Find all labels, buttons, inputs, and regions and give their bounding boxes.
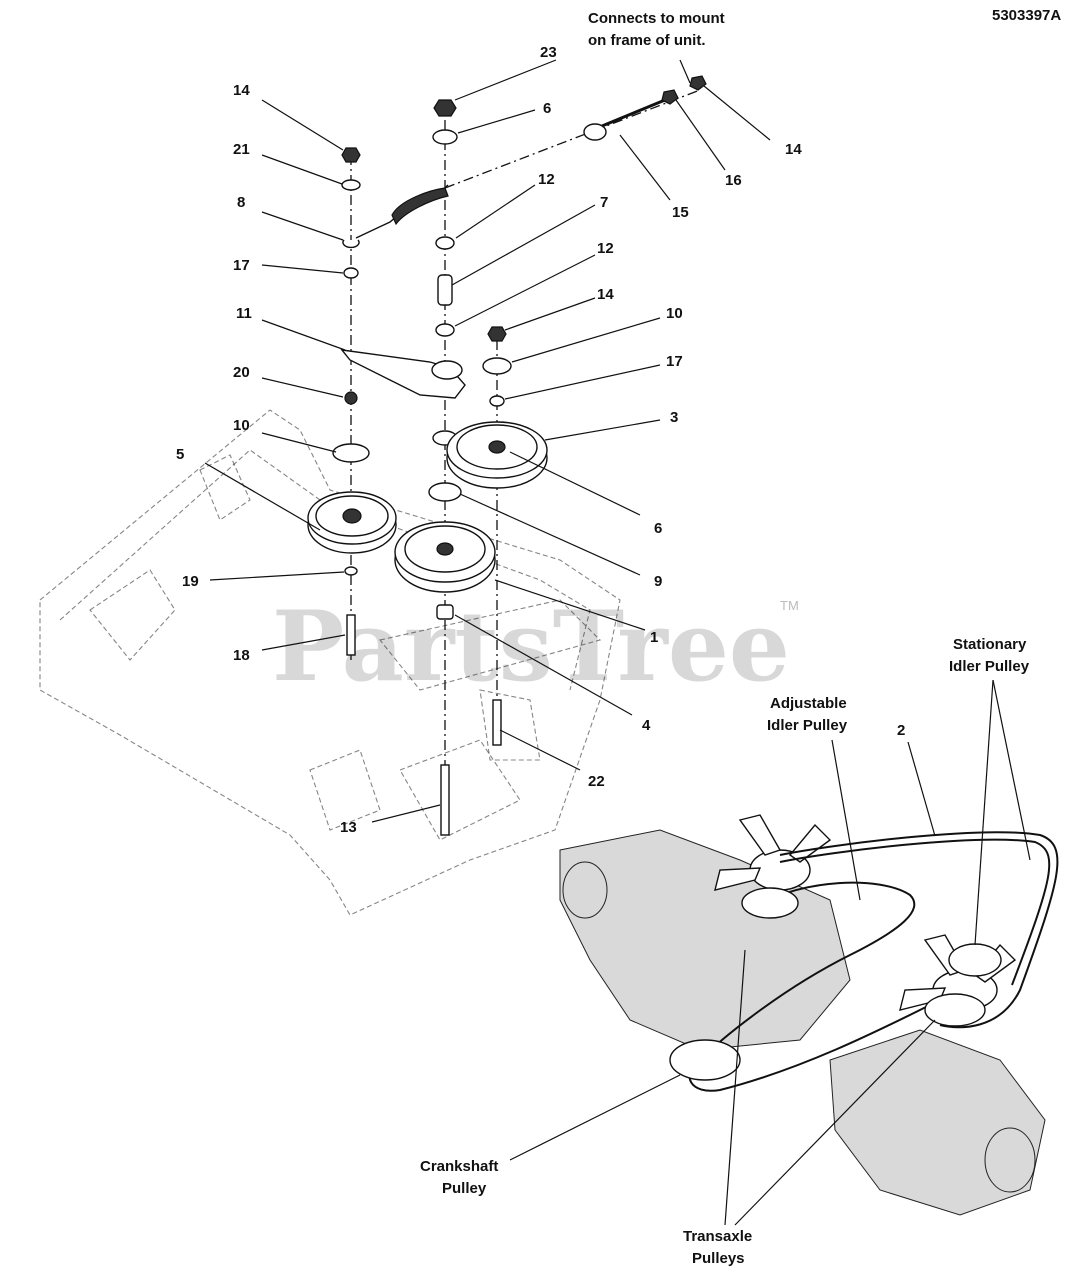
crankshaft-pulley <box>669 1039 741 1081</box>
watermark-trademark: TM <box>780 598 799 613</box>
clip-8 <box>342 239 360 249</box>
adjustable-idler-label-line1: Adjustable <box>770 695 847 712</box>
bushing-17-left <box>343 267 359 279</box>
hardware-parts <box>332 75 707 836</box>
pulleys <box>307 421 548 593</box>
washer-10-right <box>482 357 512 375</box>
transaxle-pulley-right <box>924 993 986 1027</box>
idler-arm-hub <box>431 360 463 380</box>
callout-6-mid: 6 <box>654 520 662 537</box>
leader-lines <box>204 59 1031 1226</box>
callout-5: 5 <box>176 446 184 463</box>
nut-16 <box>661 89 679 105</box>
callout-12-lower: 12 <box>597 240 614 257</box>
fan-left <box>714 814 832 891</box>
callout-20: 20 <box>233 364 250 381</box>
bearing-12-lower <box>435 323 455 337</box>
stationary-idler-label-line2: Idler Pulley <box>949 658 1030 675</box>
callout-11: 11 <box>236 305 252 322</box>
washer-10-left <box>332 443 370 463</box>
bushing-17-right <box>489 395 505 407</box>
bearing-12-top <box>435 236 455 250</box>
transaxle-label-line1: Transaxle <box>683 1228 752 1245</box>
callout-3: 3 <box>670 409 678 426</box>
spacer-7 <box>437 274 453 306</box>
callout-12-top: 12 <box>538 171 555 188</box>
bolt-22 <box>492 699 502 746</box>
mount-note-line2: on frame of unit. <box>588 32 706 49</box>
nut-23 <box>433 99 457 117</box>
nut-14-left <box>341 147 361 163</box>
idler-arm-11 <box>340 349 466 399</box>
callout-22: 22 <box>588 773 605 790</box>
callout-23: 23 <box>540 44 557 61</box>
callout-14-left: 14 <box>233 82 250 99</box>
transaxle-label-line2: Pulleys <box>692 1250 745 1267</box>
washer-6-top <box>432 129 458 145</box>
crankshaft-label-line2: Pulley <box>442 1180 487 1197</box>
callout-13: 13 <box>340 819 357 836</box>
callout-10-right: 10 <box>666 305 683 322</box>
stationary-idler-pulley <box>948 943 1002 977</box>
watermark-text: PartsTree <box>272 590 790 703</box>
callout-14-right: 14 <box>597 286 614 303</box>
callout-9: 9 <box>654 573 662 590</box>
pulley-5 <box>307 491 397 554</box>
callout-1: 1 <box>650 629 658 646</box>
callout-6-top: 6 <box>543 100 551 117</box>
nut-14-top <box>689 75 707 91</box>
mount-note-line1: Connects to mount <box>588 10 725 27</box>
washer-19 <box>344 566 358 576</box>
spacer-20 <box>344 391 358 405</box>
pulley-3 <box>446 421 548 489</box>
callout-21: 21 <box>233 141 250 158</box>
stationary-idler-label-line1: Stationary <box>953 636 1027 653</box>
caption-notes: Connects to mount on frame of unit. Stat… <box>420 10 1030 1267</box>
crankshaft-label-line1: Crankshaft <box>420 1158 498 1175</box>
callout-7: 7 <box>600 194 608 211</box>
callout-15: 15 <box>672 204 689 221</box>
bolt-13 <box>440 764 450 836</box>
washer-21 <box>341 179 361 191</box>
callout-10-left: 10 <box>233 417 250 434</box>
pulley-1 <box>394 521 496 593</box>
callout-2: 2 <box>897 722 905 739</box>
nut-14-right <box>487 326 507 342</box>
document-id: 5303397A <box>992 7 1061 24</box>
bushing-4 <box>436 604 454 620</box>
callout-17-right: 17 <box>666 353 683 370</box>
callout-18: 18 <box>233 647 250 664</box>
callout-17-left: 17 <box>233 257 250 274</box>
callout-16: 16 <box>725 172 742 189</box>
bolt-18 <box>346 614 356 656</box>
adjustable-idler-label-line2: Idler Pulley <box>767 717 848 734</box>
callout-8: 8 <box>237 194 245 211</box>
callout-14-top: 14 <box>785 141 802 158</box>
spacer-9 <box>428 482 462 502</box>
spring <box>391 187 449 226</box>
callout-labels: 23 6 12 7 12 14 10 17 3 6 9 1 4 22 13 18… <box>176 44 905 836</box>
transaxle-assembly <box>559 814 1059 1216</box>
callout-4: 4 <box>642 717 651 734</box>
callout-19: 19 <box>182 573 199 590</box>
eye-bolt-15-eye <box>583 123 607 141</box>
adjustable-idler-pulley <box>741 887 799 919</box>
